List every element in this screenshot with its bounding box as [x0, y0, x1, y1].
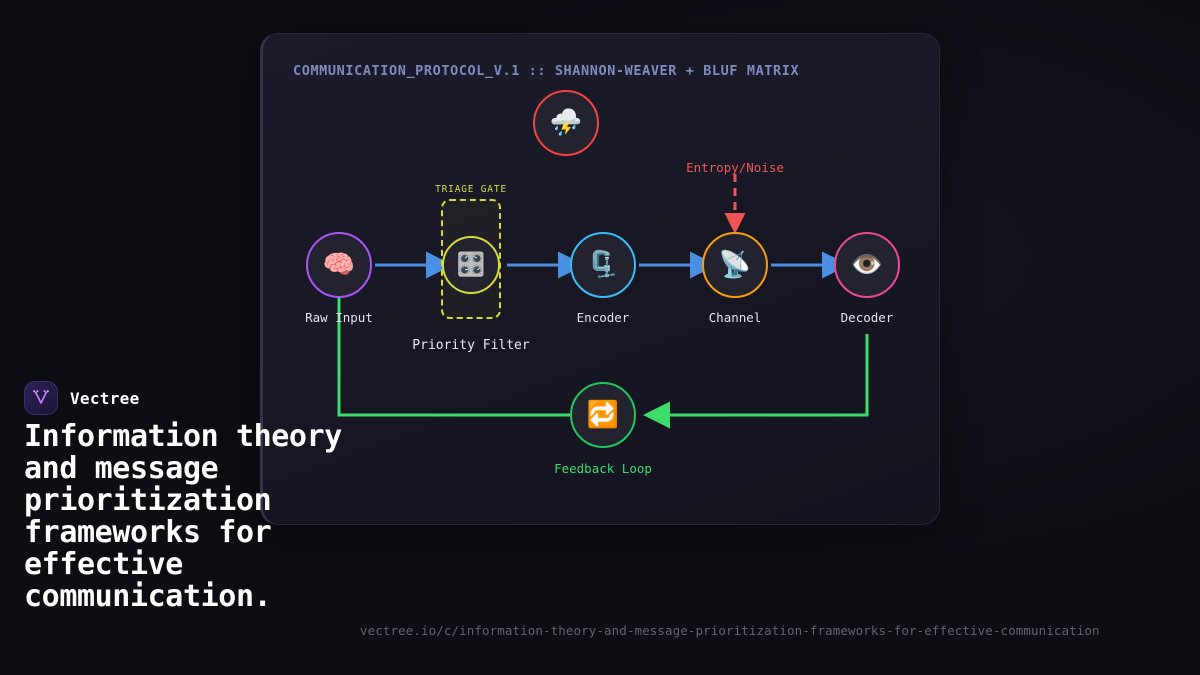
page-url: vectree.io/c/information-theory-and-mess…: [360, 623, 1100, 638]
node-label-channel: Channel: [708, 310, 762, 325]
node-label-entropy-noise: Entropy/Noise: [686, 160, 784, 175]
node-label-encoder: Encoder: [576, 310, 630, 325]
thunder-cloud-icon: ⛈️: [549, 108, 583, 138]
clamp-icon: 🗜️: [586, 250, 620, 280]
control-knobs-icon: 🎛️: [456, 251, 486, 278]
vectree-v-tree-icon: [33, 390, 49, 404]
node-raw-input[interactable]: 🧠: [306, 232, 372, 298]
triage-gate-tag: TRIAGE GATE: [435, 184, 507, 195]
node-label-decoder: Decoder: [840, 310, 894, 325]
repeat-icon: 🔁: [586, 400, 620, 430]
brand: Vectree: [24, 381, 140, 415]
brand-name: Vectree: [70, 388, 140, 408]
diagram-edges: [325, 174, 869, 429]
node-channel[interactable]: 📡: [702, 232, 768, 298]
node-feedback-loop[interactable]: 🔁: [570, 382, 636, 448]
brain-icon: 🧠: [322, 250, 356, 280]
satellite-dish-icon: 📡: [718, 250, 752, 280]
brand-logo: [24, 381, 58, 415]
card-title: COMMUNICATION_PROTOCOL_V.1 :: SHANNON-WE…: [293, 63, 800, 79]
node-label-feedback-loop: Feedback Loop: [554, 461, 652, 476]
node-decoder[interactable]: 👁️: [834, 232, 900, 298]
eye-icon: 👁️: [850, 250, 884, 280]
node-entropy-noise[interactable]: ⛈️: [533, 90, 599, 156]
node-label-raw-input: Raw Input: [305, 310, 373, 325]
node-label-priority-filter: Priority Filter: [412, 338, 530, 353]
diagram-card: COMMUNICATION_PROTOCOL_V.1 :: SHANNON-WE…: [260, 33, 940, 525]
page-headline: Information theory and message prioritiz…: [24, 419, 342, 615]
node-priority-filter[interactable]: 🎛️: [442, 236, 500, 294]
node-encoder[interactable]: 🗜️: [570, 232, 636, 298]
